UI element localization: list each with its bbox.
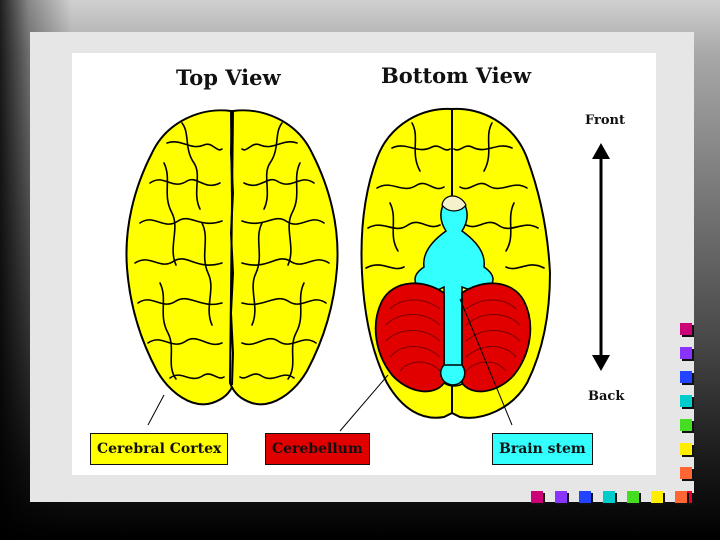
bottom-view-brain	[362, 109, 550, 418]
front-back-arrow	[592, 143, 610, 371]
decor-square	[680, 323, 692, 335]
cerebral-cortex-callout: Cerebral Cortex	[90, 433, 228, 465]
decor-square	[680, 467, 692, 479]
brain-diagram: Top View Bottom View Front Back Cerebral…	[72, 53, 656, 475]
decor-square	[555, 491, 567, 503]
decor-square	[579, 491, 591, 503]
decor-square	[680, 419, 692, 431]
decor-square	[680, 443, 692, 455]
top-left-hemisphere	[126, 110, 234, 404]
decor-square	[603, 491, 615, 503]
top-view-brain	[126, 110, 337, 404]
brain-stem-callout: Brain stem	[492, 433, 593, 465]
top-right-hemisphere	[230, 110, 338, 404]
decor-square	[680, 371, 692, 383]
decor-square	[651, 491, 663, 503]
decor-square	[680, 347, 692, 359]
cerebellum-callout: Cerebellum	[265, 433, 370, 465]
brain-illustration	[72, 53, 656, 475]
bottom-view-title: Bottom View	[381, 63, 531, 88]
top-view-title: Top View	[176, 65, 281, 90]
back-label: Back	[588, 389, 624, 404]
brain-stem-bulb	[441, 365, 465, 385]
decor-square	[531, 491, 543, 503]
front-label: Front	[585, 113, 625, 128]
decor-square	[627, 491, 639, 503]
decor-square	[680, 395, 692, 407]
decor-square	[675, 491, 687, 503]
